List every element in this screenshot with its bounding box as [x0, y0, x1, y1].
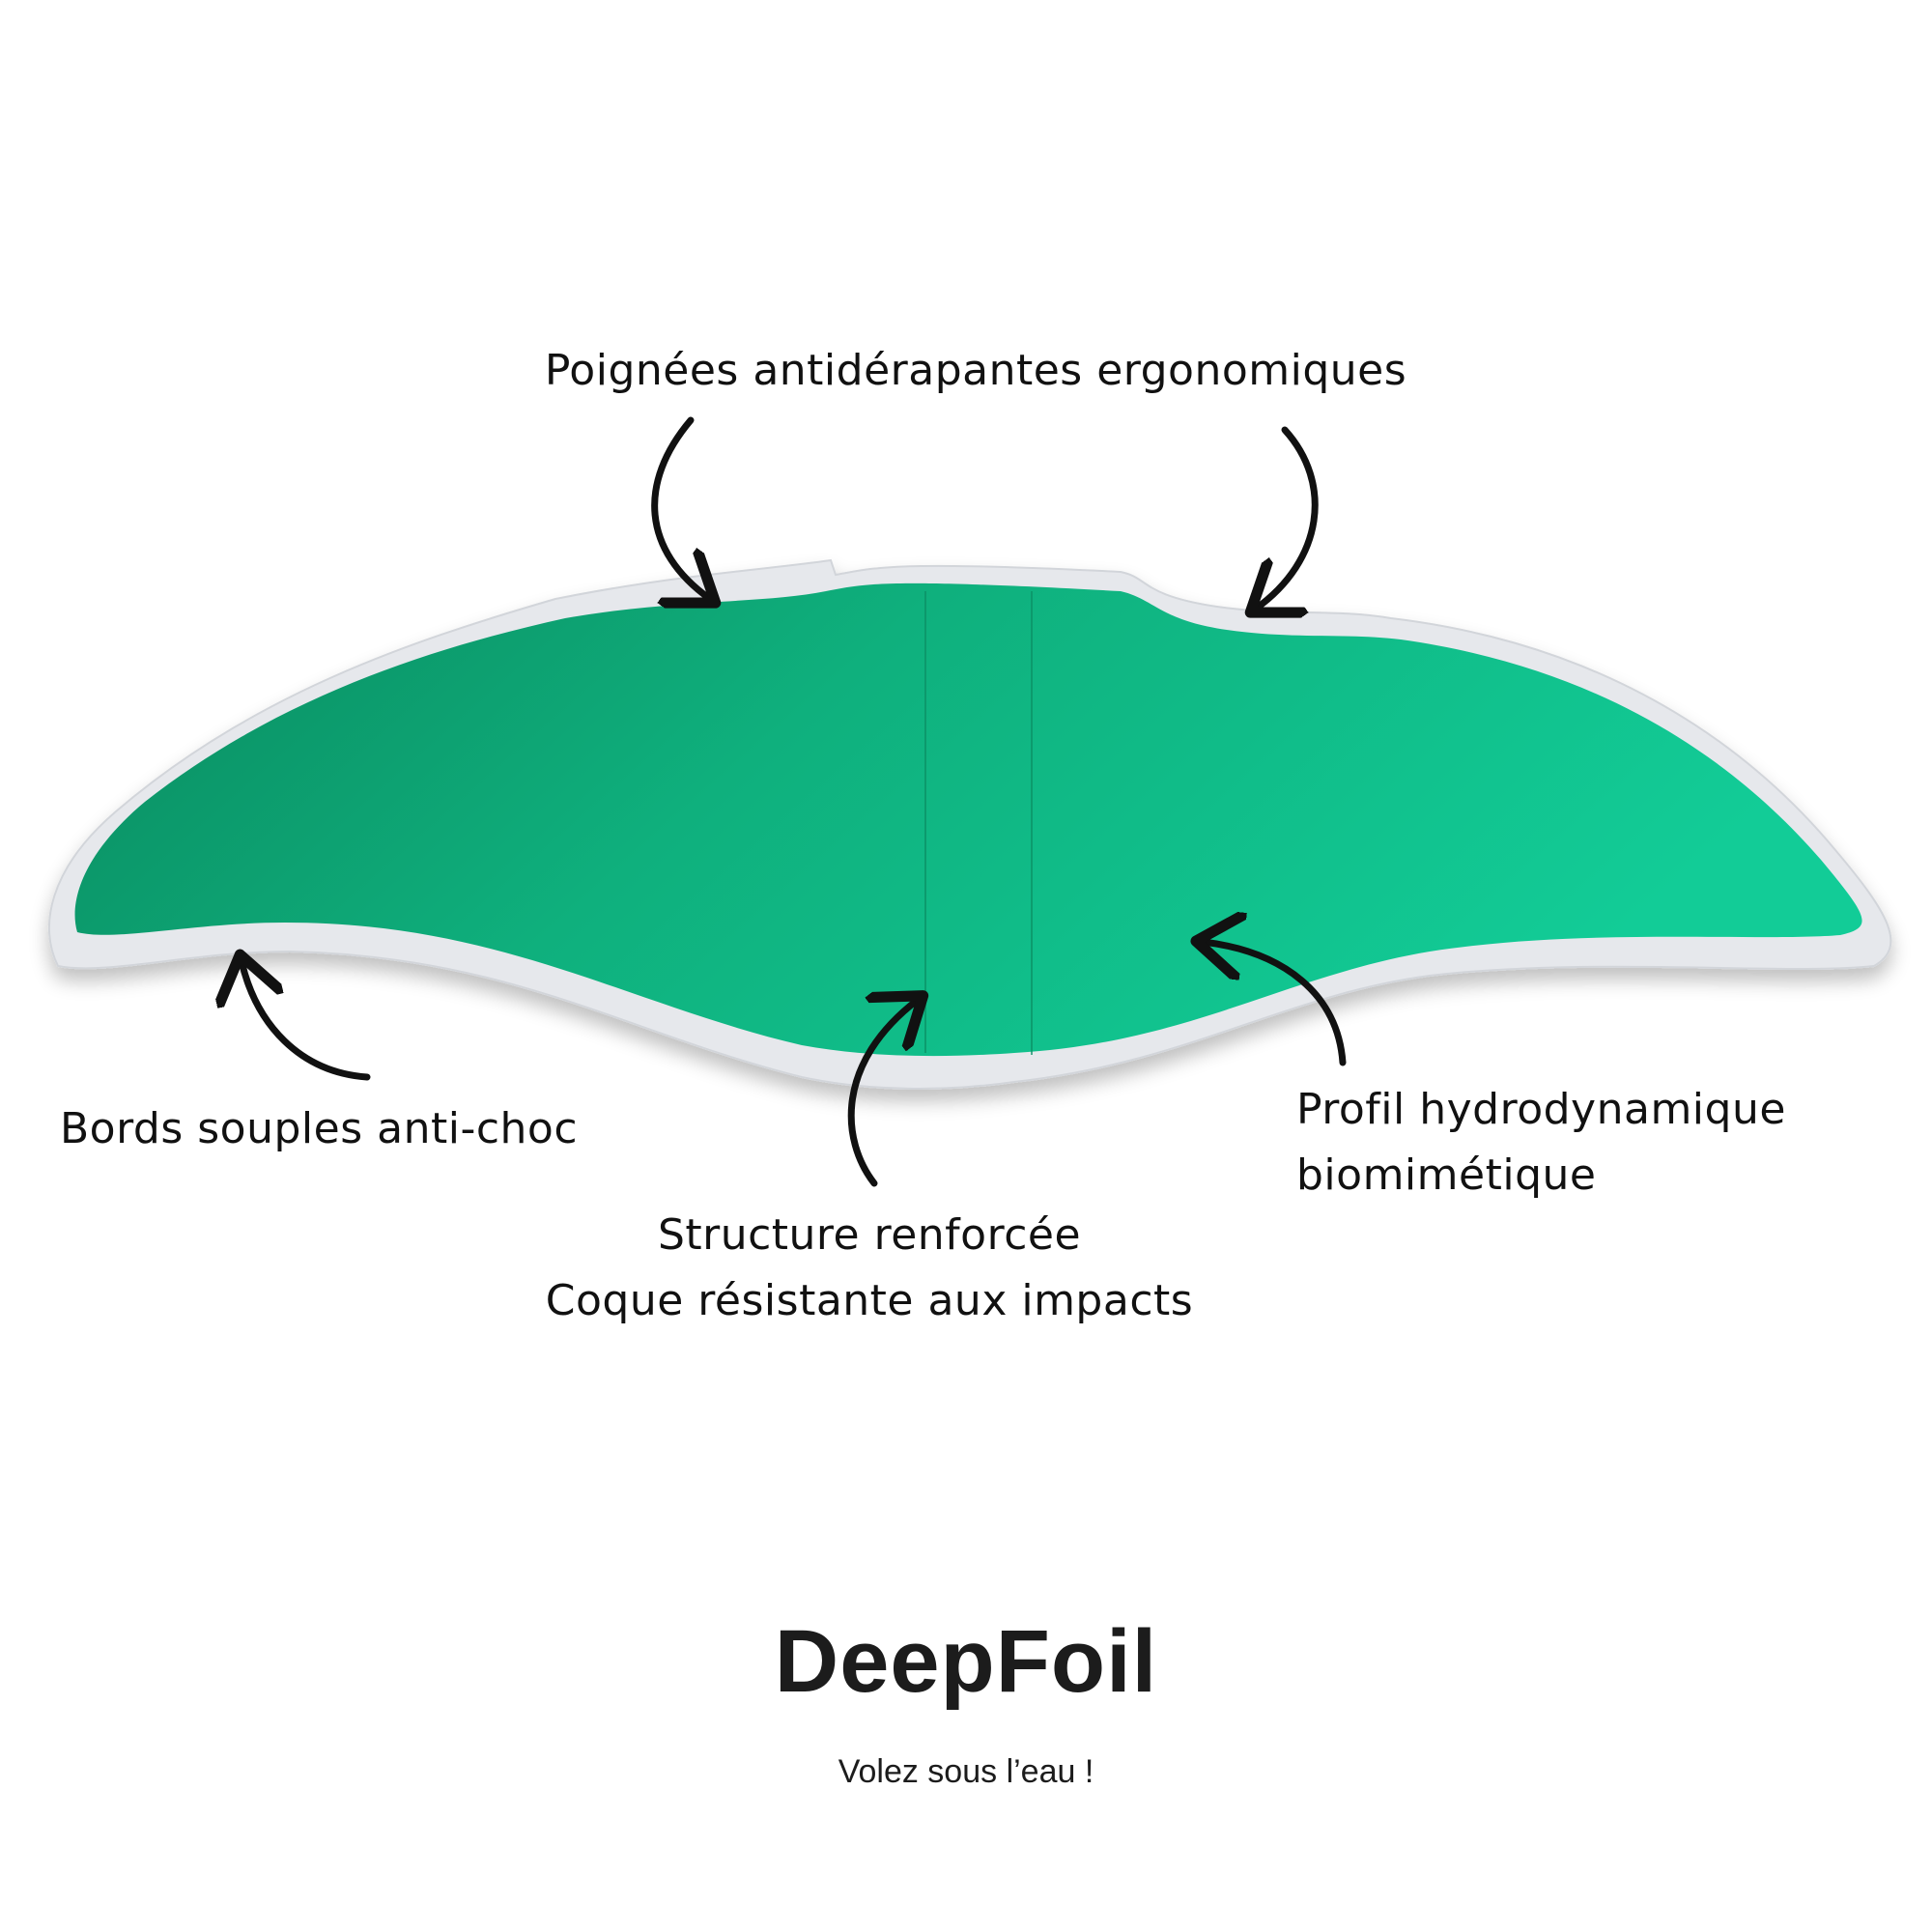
label-profile: Profil hydrodynamique biomimétique: [1296, 1077, 1786, 1208]
label-edges: Bords souples anti-choc: [60, 1096, 578, 1162]
label-handles-text: Poignées antidérapantes ergonomiques: [544, 346, 1407, 395]
arrow-structure-icon: [847, 1000, 918, 1187]
arrow-profile-icon: [1203, 942, 1347, 1066]
label-structure-line2: Coque résistante aux impacts: [545, 1276, 1194, 1325]
brand-tagline: Volez sous l’eau !: [838, 1753, 1094, 1790]
label-handles: Poignées antidérapantes ergonomiques: [522, 338, 1430, 404]
label-edges-text: Bords souples anti-choc: [60, 1104, 579, 1153]
wing-body: [74, 582, 1862, 1057]
arrow-handle-left-icon: [651, 416, 710, 599]
arrow-edges-icon: [242, 961, 371, 1081]
label-structure: Structure renforcée Coque résistante aux…: [522, 1203, 1217, 1334]
arrow-handle-right-icon: [1256, 426, 1319, 609]
label-profile-line2: biomimétique: [1296, 1151, 1597, 1200]
brand-name: DeepFoil: [774, 1612, 1158, 1711]
label-profile-line1: Profil hydrodynamique: [1296, 1085, 1786, 1134]
label-structure-line1: Structure renforcée: [657, 1210, 1082, 1260]
